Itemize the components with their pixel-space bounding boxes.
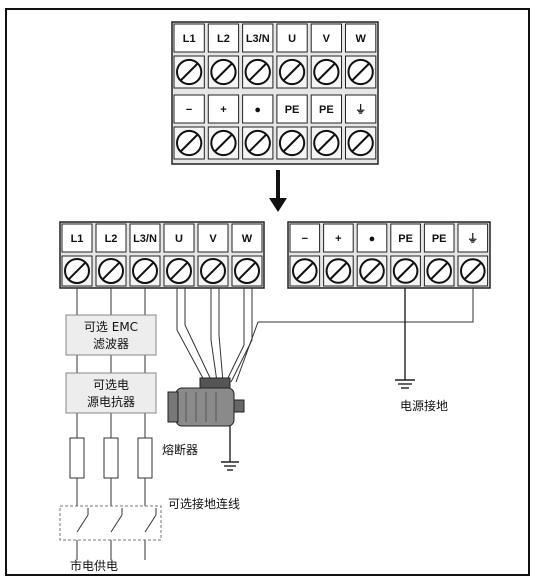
fuse-label: 熔断器 <box>162 442 198 457</box>
bottom-right-terminal-label: ● <box>369 233 376 245</box>
optional-ground-label: 可选接地连线 <box>168 496 240 511</box>
screw-slot <box>363 262 381 280</box>
bottom-right-terminal-label: − <box>302 233 308 245</box>
bottom-left-label-cell <box>163 223 195 253</box>
bottom-right-label-cell <box>423 223 455 253</box>
bottom-right-label-cell <box>289 223 321 253</box>
reactor-label-2: 源电抗器 <box>87 394 135 409</box>
mains-switch <box>59 505 162 541</box>
mains-supply-label: 市电供电 <box>70 558 118 573</box>
reactor-box: 可选电 源电抗器 <box>65 372 157 414</box>
screw-slot <box>101 261 121 281</box>
motor-ground-icon <box>221 426 239 471</box>
top-row1-label-cell <box>242 23 274 53</box>
power-ground-label: 电源接地 <box>400 398 448 413</box>
top-row2-terminal-label: ● <box>254 104 261 116</box>
top-row1-label-cell <box>173 23 205 53</box>
screw-slot <box>169 261 189 281</box>
screw-slot <box>351 62 370 82</box>
bottom-left-terminal-label: W <box>242 233 253 245</box>
screw-slot <box>282 62 302 82</box>
bottom-left-terminal-label: L2 <box>105 233 118 245</box>
down-arrow-icon <box>269 170 287 212</box>
screw-slot <box>248 133 267 153</box>
emc-filter-label-2: 滤波器 <box>93 337 129 351</box>
screw-slot <box>396 262 415 280</box>
screw-slot <box>135 261 155 281</box>
top-row1-terminal-label: L2 <box>217 33 230 45</box>
bottom-left-terminal-label: U <box>175 233 183 245</box>
top-terminal-block: L1 L2 L3/N U V W − + ● PE PE ⏚ <box>171 21 379 165</box>
top-row2-terminal-label: PE <box>319 104 334 116</box>
screw-slot <box>317 62 336 82</box>
top-row2-label-cell <box>345 94 377 124</box>
screw-slot <box>237 261 257 281</box>
bottom-right-label-cell <box>323 223 354 253</box>
top-row1-terminal-label: L3/N <box>246 33 270 45</box>
bottom-right-label-cell <box>356 223 388 253</box>
bottom-left-label-cell <box>197 223 229 253</box>
screw-slot <box>179 133 199 153</box>
top-row1-label-cell <box>276 23 308 53</box>
bottom-left-label-cell <box>129 223 161 253</box>
motor-icon <box>167 377 245 427</box>
bottom-right-terminal-block: − + ● PE PE ⏚ <box>287 221 491 289</box>
power-ground-icon <box>395 288 415 389</box>
top-row2-terminal-label: + <box>220 104 226 116</box>
top-row2-terminal-label: PE <box>285 104 300 116</box>
emc-filter-label-1: 可选 EMC <box>84 320 138 334</box>
bottom-left-terminal-label: L1 <box>71 233 84 245</box>
screw-slot <box>248 62 267 82</box>
top-row2-label-cell <box>242 94 274 124</box>
top-row1-label-cell <box>207 23 240 53</box>
top-row2-label-cell <box>310 94 343 124</box>
bottom-left-terminal-block: L1 L2 L3/N U V W <box>59 221 265 289</box>
screw-slot <box>295 262 314 280</box>
bottom-right-label-cell <box>390 223 421 253</box>
screw-slot <box>463 262 482 280</box>
top-row2-terminal-label: − <box>186 104 192 116</box>
bottom-right-terminal-label: ⏚ <box>467 232 478 245</box>
bottom-left-terminal-label: V <box>209 233 217 245</box>
motor-wires <box>176 288 474 383</box>
emc-filter-box: 可选 EMC 滤波器 <box>65 314 157 356</box>
bottom-left-label-cell <box>95 223 127 253</box>
bottom-right-terminal-label: PE <box>432 233 447 245</box>
bottom-left-terminal-label: L3/N <box>133 233 157 245</box>
top-row1-terminal-label: W <box>355 33 366 45</box>
bottom-right-terminal-label: + <box>335 233 341 245</box>
top-row2-terminal-label: ⏚ <box>355 103 366 116</box>
bottom-left-label-cell <box>61 223 93 253</box>
screw-slot <box>214 133 233 153</box>
bottom-right-label-cell <box>457 223 489 253</box>
screw-slot <box>329 262 348 280</box>
fuses <box>69 437 153 479</box>
top-row1-label-cell <box>345 23 377 53</box>
screw-slot <box>67 261 87 281</box>
top-row1-terminal-label: L1 <box>183 33 196 45</box>
top-row2-label-cell <box>173 94 205 124</box>
screw-slot <box>203 261 223 281</box>
top-row2-label-cell <box>276 94 308 124</box>
screw-slot <box>317 133 336 153</box>
bottom-left-label-cell <box>231 223 263 253</box>
top-row1-label-cell <box>310 23 343 53</box>
screw-slot <box>282 133 302 153</box>
top-row1-terminal-label: U <box>288 33 296 45</box>
screw-slot <box>179 62 199 82</box>
top-row1-terminal-label: V <box>323 33 331 45</box>
screw-slot <box>430 262 449 280</box>
bottom-right-terminal-label: PE <box>398 233 413 245</box>
reactor-label-1: 可选电 <box>93 378 129 392</box>
screw-slot <box>214 62 233 82</box>
top-row2-label-cell <box>207 94 240 124</box>
screw-slot <box>351 133 370 153</box>
